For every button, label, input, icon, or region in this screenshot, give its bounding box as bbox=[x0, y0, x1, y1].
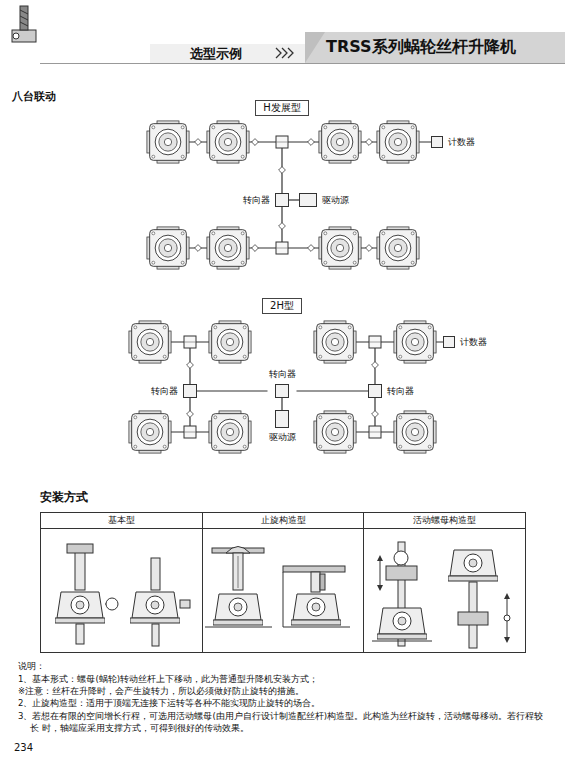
basic-sketch bbox=[55, 544, 190, 646]
note-text: ※注意：丝杆在升降时，会产生旋转力，所以必须做好防止旋转的措施。 bbox=[18, 686, 304, 696]
box-symbol bbox=[299, 193, 317, 207]
steering-box: 转向器 bbox=[368, 384, 415, 398]
node-label: 驱动源 bbox=[321, 195, 350, 206]
note-text: 2、止旋构造型：适用于顶端无连接下运转等各种不能实现防止旋转的场合。 bbox=[18, 698, 320, 708]
steering-box: 转向器 bbox=[242, 193, 289, 207]
node-label: 转向器 bbox=[386, 386, 415, 397]
node-label: 计数器 bbox=[459, 337, 488, 348]
node-text: H发展型 bbox=[262, 102, 302, 113]
header-rule bbox=[40, 63, 565, 64]
box-symbol bbox=[275, 384, 289, 398]
table-grid bbox=[41, 528, 526, 653]
node-text: 活动螺母构造型 bbox=[412, 515, 477, 526]
gear-box bbox=[276, 242, 288, 254]
header-logo bbox=[12, 6, 36, 42]
page-number: 234 bbox=[14, 742, 33, 754]
node-label: 转向器 bbox=[242, 195, 271, 206]
node-text: 计数器 bbox=[459, 337, 488, 348]
node-text: 转向器 bbox=[268, 369, 297, 380]
diagram-title-box: H发展型 bbox=[255, 100, 309, 116]
table-header-cell: 活动螺母构造型 bbox=[363, 512, 526, 529]
lifter bbox=[129, 321, 436, 453]
note-text: 1、基本形式：螺母(蜗轮)转动丝杆上下移动，此为普通型升降机安装方式； bbox=[18, 674, 318, 684]
steering-box: 转向器 bbox=[268, 369, 297, 398]
box-symbol bbox=[368, 384, 382, 398]
shaft-connector bbox=[289, 199, 299, 200]
node-text: 驱动源 bbox=[321, 195, 350, 206]
section-heading: 选型示例 bbox=[190, 46, 242, 62]
box-symbol bbox=[431, 136, 443, 148]
shaft-connector bbox=[281, 398, 282, 410]
shaft-connector bbox=[297, 390, 369, 391]
shaft-connector bbox=[197, 390, 268, 391]
node-text: 2H型 bbox=[269, 300, 295, 311]
page-title: TRSS系列蜗轮丝杆升降机 bbox=[326, 37, 516, 56]
node-text: 基本型 bbox=[107, 515, 136, 526]
box-symbol bbox=[443, 336, 455, 348]
note-text: 3、若想在有限的空间增长行程，可选用活动螺母(由用户自行设计制造配丝杆)构造型。… bbox=[18, 710, 548, 734]
node-text: 止旋构造型 bbox=[260, 515, 307, 526]
diagram-title-box: 2H型 bbox=[262, 298, 302, 314]
table-header-cell: 止旋构造型 bbox=[202, 512, 364, 529]
counter-box: 计数器 bbox=[431, 136, 476, 148]
node-label: 转向器 bbox=[150, 386, 179, 397]
box-symbol bbox=[183, 384, 197, 398]
steering-box: 转向器 bbox=[150, 384, 197, 398]
note-heading: 说明： bbox=[18, 661, 45, 671]
section-heading: 安装方式 bbox=[40, 490, 88, 504]
chevrons bbox=[276, 48, 293, 58]
drive-source-box: 驱动源 bbox=[268, 410, 297, 443]
node-text: 计数器 bbox=[447, 137, 476, 148]
node-label: 计数器 bbox=[447, 137, 476, 148]
movable-nut-sketch bbox=[372, 542, 510, 648]
anti-rotation-sketch bbox=[205, 547, 350, 628]
header-band bbox=[150, 44, 310, 63]
drive-source-box: 驱动源 bbox=[299, 193, 350, 207]
box-symbol bbox=[275, 410, 289, 428]
node-text: 转向器 bbox=[150, 386, 179, 397]
node-label: 驱动源 bbox=[268, 432, 297, 443]
table-header-cell: 基本型 bbox=[40, 512, 203, 529]
header-band bbox=[305, 32, 565, 63]
node-text: 驱动源 bbox=[268, 432, 297, 443]
node-text: 转向器 bbox=[386, 386, 415, 397]
counter-box: 计数器 bbox=[443, 336, 488, 348]
subheading: 八台联动 bbox=[12, 90, 56, 103]
node-label: 转向器 bbox=[268, 369, 297, 380]
lifter bbox=[147, 121, 419, 269]
gear-box bbox=[276, 136, 288, 148]
node-text: 转向器 bbox=[242, 195, 271, 206]
box-symbol bbox=[275, 193, 289, 207]
header-band bbox=[305, 32, 325, 63]
